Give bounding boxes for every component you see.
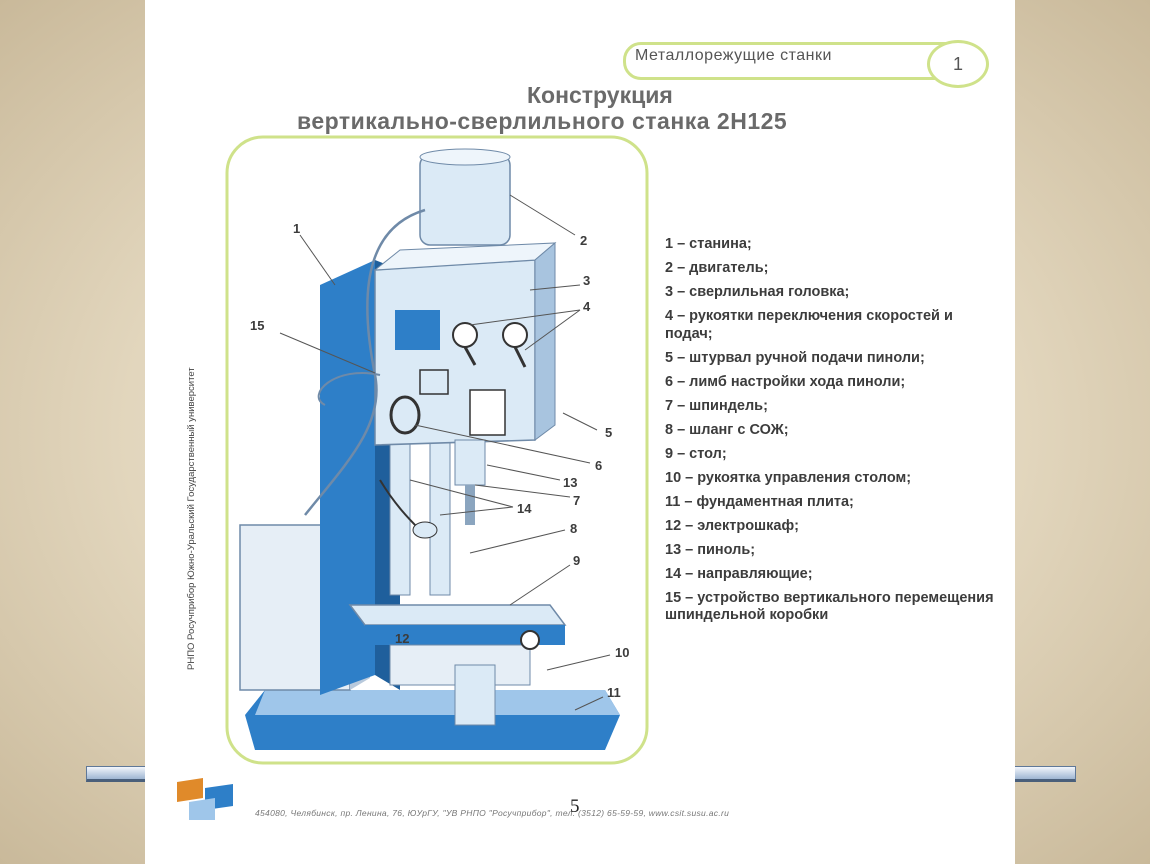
handle-lever-1 [463, 346, 477, 366]
publisher-logo [177, 778, 233, 820]
callout-13: 13 [563, 475, 577, 490]
drilling-machine-illustration: 1 2 3 4 5 6 13 7 14 8 9 12 10 11 15 [225, 135, 649, 765]
page-title-line1: Конструкция [527, 82, 673, 108]
legend-item: 8 – шланг с СОЖ; [665, 421, 789, 438]
legend-item: 7 – шпиндель; [665, 397, 768, 414]
series-title: Металлорежущие станки [635, 47, 832, 64]
table-column [454, 664, 496, 726]
slide: Металлорежущие станки 1 Конструкция верт… [145, 0, 1015, 864]
callout-3: 3 [583, 273, 590, 288]
page-number: 5 [570, 796, 580, 817]
legend-item: 1 – станина; [665, 236, 752, 252]
right-decor-bar [1010, 766, 1076, 782]
callout-7: 7 [573, 493, 580, 508]
head-side [534, 241, 556, 441]
callout-12: 12 [395, 631, 409, 646]
motor [419, 154, 511, 246]
handle-lever-2 [513, 346, 527, 368]
legend-item: 5 – штурвал ручной подачи пиноли; [665, 349, 925, 366]
callout-4: 4 [583, 299, 591, 314]
legend-item: 14 – направляющие; [665, 565, 813, 582]
callout-11: 11 [607, 685, 621, 700]
speed-handle-1 [452, 322, 478, 348]
head-window [395, 310, 440, 350]
table-handle [520, 630, 540, 650]
drilling-head [374, 259, 536, 446]
series-number: 1 [927, 40, 989, 88]
legend-item: 15 – устройство вертикального перемещени… [665, 589, 994, 624]
speed-handle-2 [502, 322, 528, 348]
pinol [454, 439, 486, 486]
legend-item: 9 – стол; [665, 445, 727, 462]
foundation-plate-top [255, 690, 620, 715]
legend-item: 3 – сверлильная головка; [665, 284, 850, 300]
page-title-line2: вертикально-сверлильного станка 2Н125 [297, 108, 788, 134]
legend-item: 11 – фундаментная плита; [665, 493, 854, 510]
column-front [320, 260, 375, 695]
table [348, 604, 567, 626]
table-front [365, 625, 565, 645]
legend-item: 4 – рукоятки переключения скоростей и по… [665, 308, 953, 342]
left-decor-bar [86, 766, 152, 782]
illustration-frame [225, 135, 649, 765]
publisher-side-text: РНПО Росучприбор Южно-Уральский Государс… [186, 367, 197, 670]
motor-top [419, 148, 511, 166]
lamp [412, 521, 438, 539]
footer-contact: 454080, Челябинск, пр. Ленина, 76, ЮУрГУ… [255, 808, 730, 818]
coolant-hose [317, 372, 381, 406]
callout-9: 9 [573, 553, 580, 568]
legend-item: 2 – двигатель; [665, 260, 769, 276]
callout-14: 14 [517, 501, 532, 516]
legend-item: 12 – электрошкаф; [665, 517, 799, 534]
scale-window [419, 369, 449, 395]
callout-10: 10 [615, 645, 629, 660]
feed-limb [389, 395, 421, 435]
spindle-indicator [469, 389, 506, 436]
callout-1: 1 [293, 221, 300, 236]
callout-15: 15 [250, 318, 264, 333]
spindle [465, 485, 475, 525]
header-pill [623, 42, 969, 80]
legend-item: 6 – лимб настройки хода пиноли; [665, 373, 906, 390]
callout-8: 8 [570, 521, 577, 536]
callout-6: 6 [595, 458, 602, 473]
legend-item: 10 – рукоятка управления столом; [665, 469, 912, 486]
legend-item: 13 – пиноль; [665, 541, 756, 558]
callout-2: 2 [580, 233, 587, 248]
legend: 1 – станина; 2 – двигатель; 3 – сверлиль… [665, 236, 995, 631]
callout-5: 5 [605, 425, 612, 440]
